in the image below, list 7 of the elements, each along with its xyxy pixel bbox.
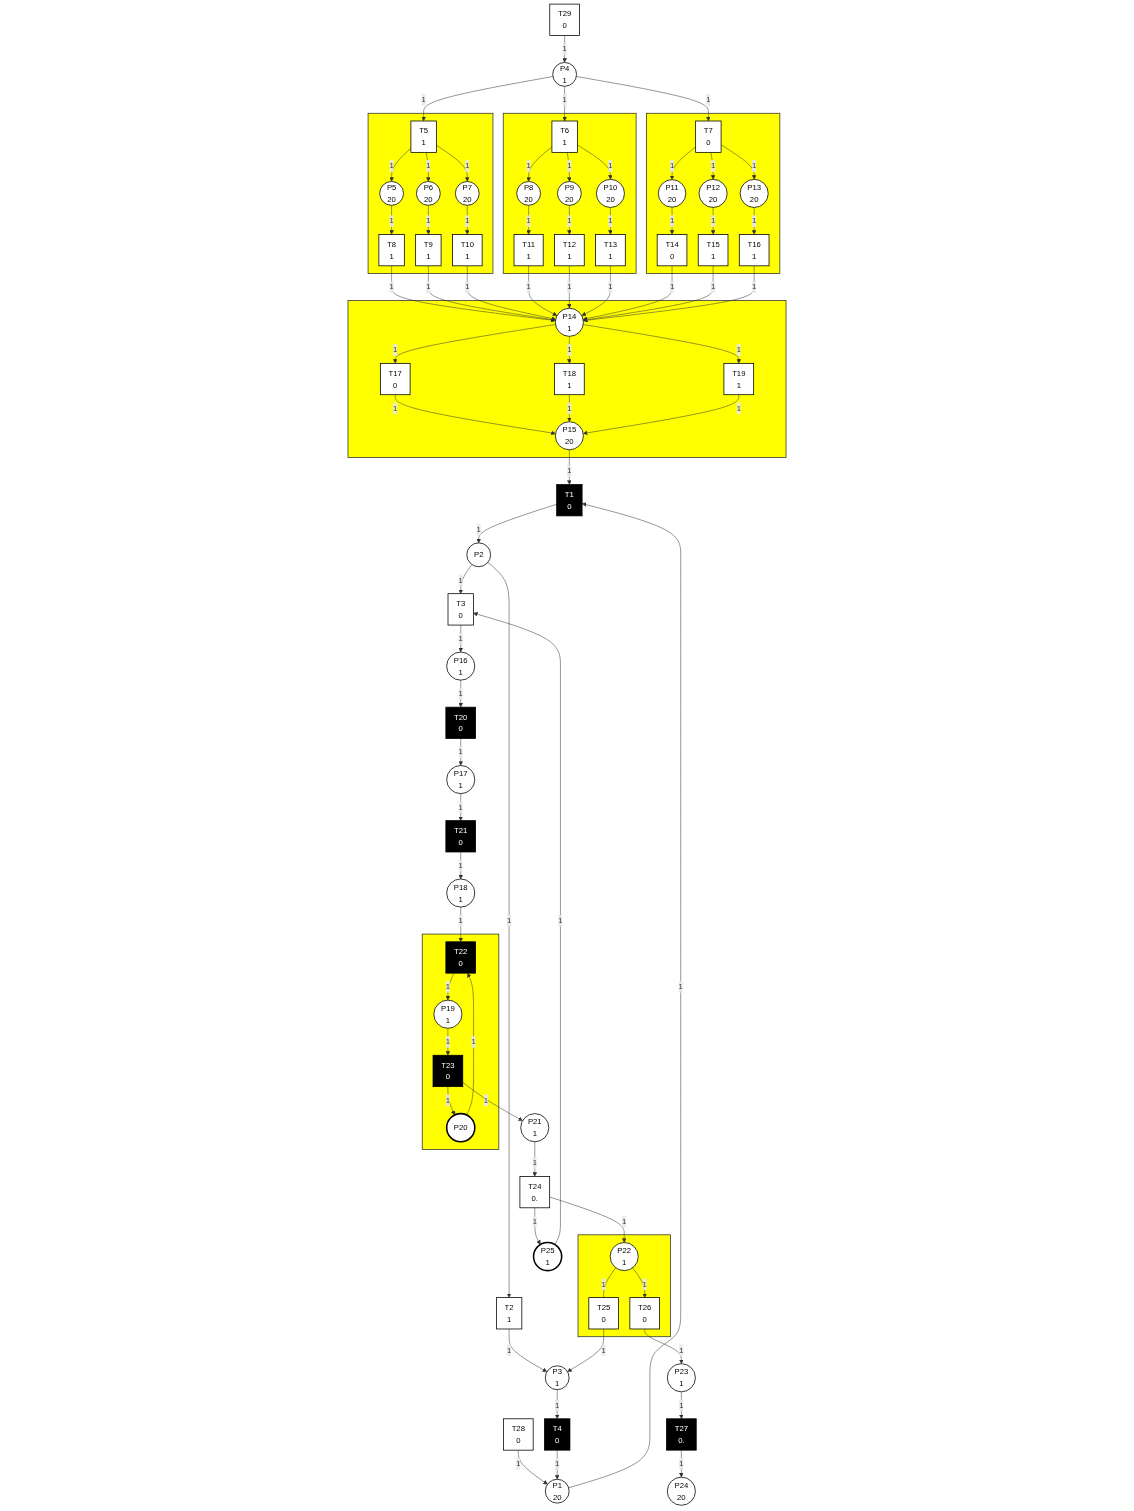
connector: [603, 1267, 617, 1298]
cluster: [502, 112, 637, 274]
cluster: [347, 300, 787, 458]
cluster: [577, 1234, 671, 1338]
cluster: [367, 112, 494, 274]
cluster: [646, 112, 781, 274]
cluster: [421, 933, 500, 1150]
